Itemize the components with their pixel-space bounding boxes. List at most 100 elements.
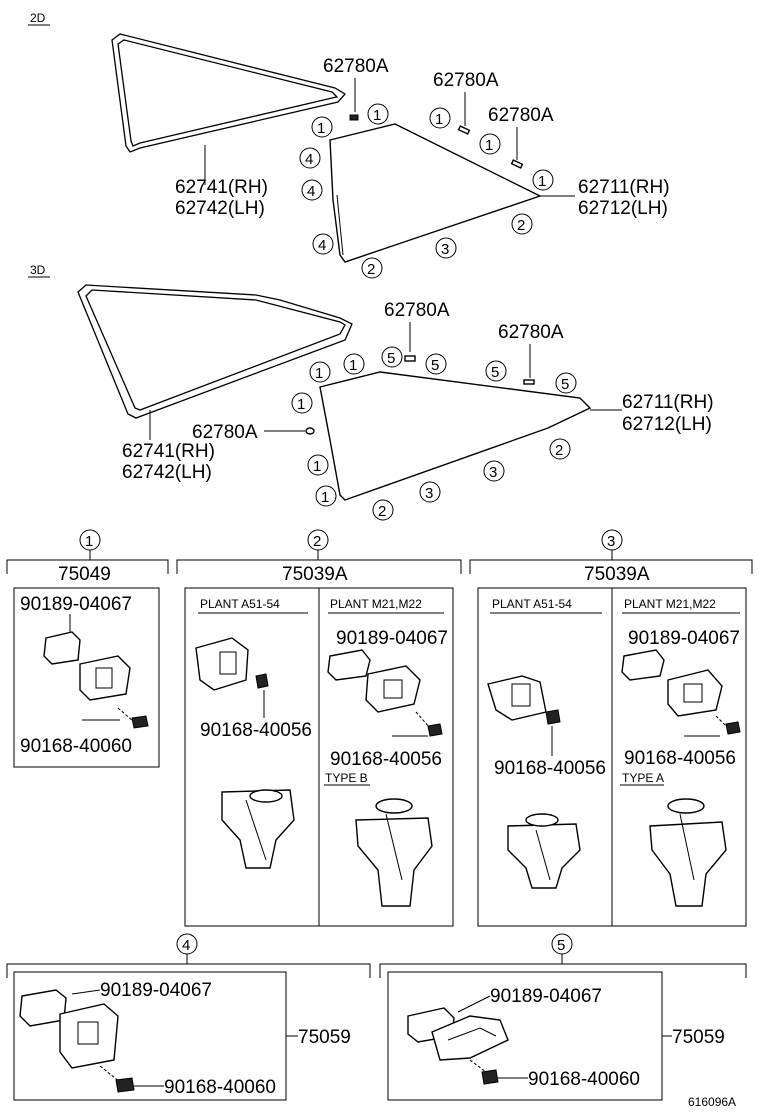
svg-text:1: 1 [297, 396, 305, 413]
quarter-glass-2d [329, 123, 542, 263]
callout-1: 1 [479, 133, 501, 155]
svg-text:1: 1 [373, 107, 381, 124]
clip-marker [510, 159, 524, 169]
clip-part-label: 90189-04067 [336, 628, 448, 649]
part-number: 75049 [58, 564, 111, 585]
glass-rh-label: 62711(RH) [622, 392, 714, 413]
type-label: TYPE A [622, 771, 664, 785]
clip-part-label: 90189-04067 [628, 628, 740, 649]
quarter-glass-3d [319, 371, 592, 501]
clip-label: 62780A [498, 322, 564, 343]
callout-1: 1 [315, 485, 337, 507]
weatherstrip-rh-label: 62741(RH) [122, 441, 215, 462]
svg-text:1: 1 [317, 120, 325, 137]
svg-text:1: 1 [315, 365, 323, 382]
svg-text:1: 1 [349, 357, 357, 374]
svg-text:5: 5 [431, 357, 439, 374]
clip-part-label: 90168-40060 [20, 736, 132, 757]
svg-text:5: 5 [491, 364, 499, 381]
weatherstrip-lh-label: 62742(LH) [122, 462, 212, 483]
clip-marker [305, 427, 315, 435]
clip-marker [349, 114, 359, 121]
figure-code: 616096A [688, 1095, 736, 1109]
svg-text:1: 1 [485, 137, 493, 154]
plant-label: PLANT M21,M22 [330, 597, 422, 611]
svg-text:3: 3 [441, 241, 449, 258]
clip-part-label: 90168-40060 [164, 1077, 276, 1098]
callout-1: 1 [291, 392, 313, 414]
callout-2: 2 [372, 499, 394, 521]
weatherstrip-rh-label: 62741(RH) [175, 177, 268, 198]
callout-3: 3 [419, 481, 441, 503]
clip-group-5: 5 75059 90189-04067 90168-40060 [379, 933, 747, 1101]
callout-2: 2 [549, 438, 571, 460]
part-number: 75059 [672, 1027, 725, 1048]
clip-label: 62780A [192, 422, 258, 443]
callout-1: 1 [429, 107, 451, 129]
glass-lh-label: 62712(LH) [622, 414, 712, 435]
clip-label: 62780A [323, 56, 389, 77]
clip-part-label: 90168-40056 [624, 748, 736, 769]
clip-label: 62780A [488, 105, 554, 126]
callout-4: 4 [301, 179, 323, 201]
svg-text:1: 1 [313, 458, 321, 475]
clip-part-label: 90168-40056 [494, 758, 606, 779]
callout-2: 2 [361, 257, 383, 279]
glass-rh-label: 62711(RH) [578, 177, 670, 198]
svg-text:2: 2 [378, 503, 386, 520]
callout-3: 3 [483, 460, 505, 482]
glass-lh-label: 62712(LH) [578, 198, 668, 219]
clip-group-4: 4 75059 90189-04067 90168-40060 [6, 933, 371, 1101]
callout-4: 4 [299, 147, 321, 169]
svg-text:2: 2 [517, 217, 525, 234]
callout-5: 5 [381, 346, 403, 368]
callout-1: 1 [343, 353, 365, 375]
weatherstrip-lh-label: 62742(LH) [175, 198, 265, 219]
part-number: 75039A [282, 564, 348, 585]
svg-text:3: 3 [425, 485, 433, 502]
clip-group-2: 2 75039A PLANT A51-54 PLANT M21,M22 9016… [176, 529, 462, 927]
clip-marker [404, 355, 416, 362]
svg-text:5: 5 [387, 350, 395, 367]
svg-text:2: 2 [313, 533, 321, 550]
callout-1: 1 [532, 169, 554, 191]
svg-text:3: 3 [489, 464, 497, 481]
clip-part-label: 90168-40056 [330, 749, 442, 770]
svg-text:4: 4 [307, 183, 315, 200]
part-number: 75039A [584, 564, 650, 585]
svg-text:5: 5 [557, 937, 565, 954]
svg-text:1: 1 [538, 173, 546, 190]
callout-3: 3 [435, 237, 457, 259]
svg-text:1: 1 [321, 489, 329, 506]
svg-text:1: 1 [85, 533, 93, 550]
section-tag-2d: 2D [30, 11, 46, 25]
callout-1: 1 [311, 116, 333, 138]
svg-text:4: 4 [318, 237, 326, 254]
clip-label: 62780A [384, 300, 450, 321]
clip-part-label: 90168-40056 [200, 720, 312, 741]
clip-part-label: 90189-04067 [20, 594, 132, 615]
svg-text:2: 2 [367, 261, 375, 278]
svg-text:2: 2 [555, 442, 563, 459]
section-tag-3d: 3D [30, 263, 46, 277]
plant-label: PLANT A51-54 [492, 597, 572, 611]
clip-group-1: 1 75049 90189-04067 90168-40060 [6, 529, 169, 768]
callout-2: 2 [511, 213, 533, 235]
clip-marker [523, 379, 535, 385]
callout-5: 5 [485, 360, 507, 382]
svg-text:4: 4 [182, 937, 190, 954]
svg-text:3: 3 [607, 533, 615, 550]
callout-5: 5 [555, 372, 577, 394]
clip-group-3: 3 75039A PLANT A51-54 PLANT M21,M22 9016… [469, 529, 753, 927]
clip-label: 62780A [433, 70, 499, 91]
clip-part-label: 90189-04067 [490, 986, 602, 1007]
callout-4: 4 [312, 233, 334, 255]
svg-text:5: 5 [561, 376, 569, 393]
plant-label: PLANT M21,M22 [624, 597, 716, 611]
plant-label: PLANT A51-54 [200, 597, 280, 611]
callout-1: 1 [307, 454, 329, 476]
part-number: 75059 [298, 1027, 351, 1048]
callout-1: 1 [309, 361, 331, 383]
weatherstrip-3d [77, 284, 353, 419]
